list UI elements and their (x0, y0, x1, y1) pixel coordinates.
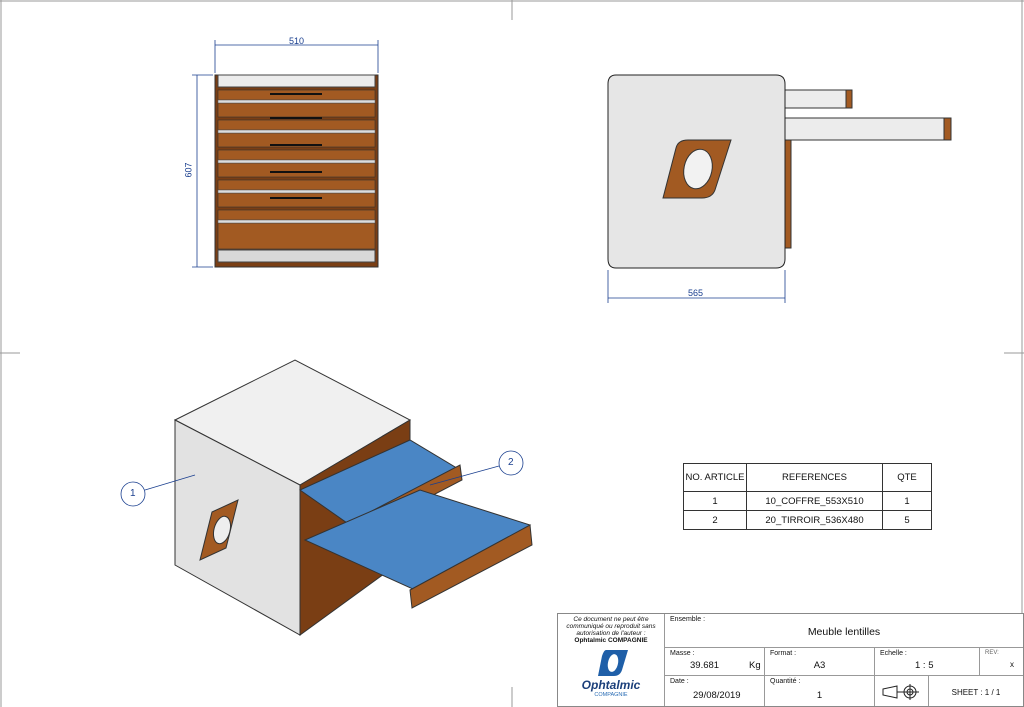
bom-header-ref: REFERENCES (746, 463, 883, 492)
echelle-label: Echelle : (880, 650, 907, 657)
bom-header-no: NO. ARTICLE (683, 463, 747, 492)
bom-qte: 1 (882, 491, 932, 511)
bom-row: 1 10_COFFRE_553X510 1 (683, 491, 932, 511)
projection-symbol-icon (882, 684, 919, 700)
company-name: Ophtalmic COMPAGNIE (574, 637, 648, 644)
bom-row: 2 20_TIRROIR_536X480 5 (683, 510, 932, 530)
masse-unit: Kg (749, 660, 761, 671)
format-label: Format : (770, 650, 797, 657)
balloon-2: 2 (508, 457, 514, 468)
balloon-1: 1 (130, 488, 136, 499)
date-label: Date : (670, 678, 689, 685)
echelle-cell: Echelle : 1 : 5 (874, 647, 979, 675)
ensemble-label: Ensemble : (670, 616, 706, 623)
rev-value: x (1010, 660, 1014, 669)
echelle-value: 1 : 5 (915, 660, 934, 671)
bom-qte: 5 (882, 510, 932, 530)
dimension-front-width: 510 (289, 36, 305, 46)
ensemble-cell: Ensemble : Meuble lentilles (664, 614, 1023, 647)
date-value: 29/08/2019 (693, 690, 741, 701)
logo-sub: COMPAGNIE (594, 692, 628, 698)
quantite-label: Quantité : (770, 678, 801, 685)
masse-value: 39.681 (690, 660, 720, 671)
title-block: Ce document ne peut être communiqué ou r… (557, 613, 1024, 707)
format-value: A3 (813, 660, 826, 671)
copyright-notice: Ce document ne peut être communiqué ou r… (566, 616, 656, 637)
company-logo-icon (598, 650, 628, 676)
front-view (192, 40, 379, 268)
ensemble-value: Meuble lentilles (807, 626, 881, 638)
sheet-cell: SHEET : 1 / 1 (928, 675, 1023, 706)
rev-label: REV: (985, 650, 999, 656)
isometric-view (120, 359, 533, 636)
bom-header-qte: QTE (882, 463, 932, 492)
format-cell: Format : A3 (764, 647, 874, 675)
quantite-cell: Quantité : 1 (764, 675, 874, 706)
sheet-number: SHEET : 1 / 1 (951, 688, 1001, 697)
bom-ref: 20_TIRROIR_536X480 (746, 510, 883, 530)
masse-label: Masse : (670, 650, 695, 657)
quantite-value: 1 (816, 690, 823, 701)
side-view (607, 74, 952, 303)
bom-no: 2 (683, 510, 747, 530)
bom-no: 1 (683, 491, 747, 511)
dimension-front-height: 607 (183, 162, 194, 178)
rev-cell: REV: x (979, 647, 1023, 675)
projection-cell (874, 675, 928, 706)
logo-name: Ophtalmic (581, 678, 641, 692)
bill-of-materials: NO. ARTICLE REFERENCES QTE 1 10_COFFRE_5… (683, 463, 932, 530)
masse-cell: Masse : 39.681 Kg (664, 647, 764, 675)
date-cell: Date : 29/08/2019 (664, 675, 764, 706)
dimension-side-depth: 565 (688, 288, 704, 298)
bom-ref: 10_COFFRE_553X510 (746, 491, 883, 511)
